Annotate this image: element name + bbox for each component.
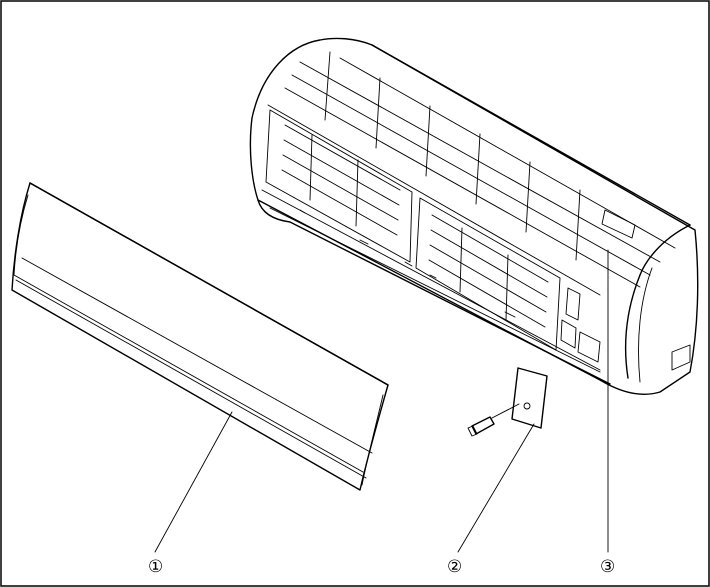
indoor-unit-drawing: [249, 37, 699, 395]
fixing-plate-drawing: [467, 367, 548, 437]
callout-label-3: ③: [600, 557, 615, 577]
callout-label-2: ②: [447, 557, 462, 577]
front-panel-drawing: [11, 182, 389, 491]
leader-line-1: [154, 411, 233, 553]
leader-line-2: [457, 423, 535, 553]
callout-label-1: ①: [148, 557, 163, 577]
